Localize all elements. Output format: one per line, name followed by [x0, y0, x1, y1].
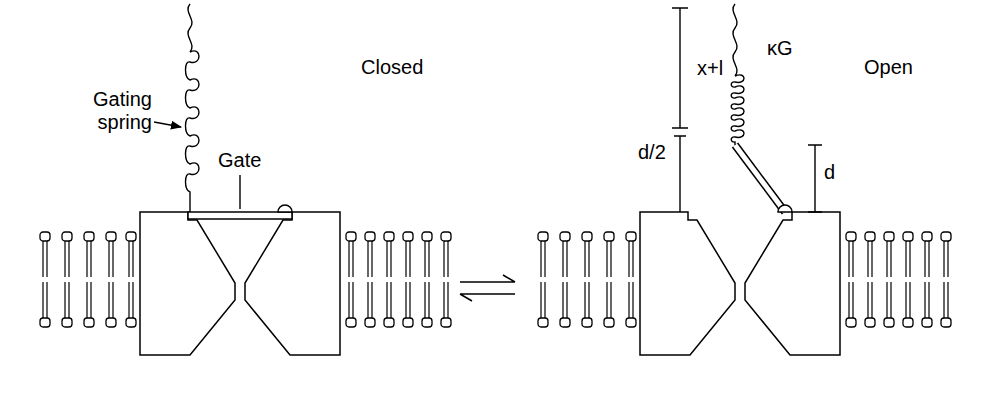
- dimension-line: [674, 136, 686, 212]
- figure-label: Gating spring: [68, 88, 154, 134]
- lipid: [903, 232, 913, 327]
- lipid: [846, 232, 856, 327]
- gate-hinge: [778, 205, 792, 212]
- pointer-arrow: [154, 122, 181, 127]
- gate-bar: [735, 145, 785, 212]
- lipid: [62, 232, 72, 327]
- figure-label: x+l: [695, 57, 725, 80]
- equilibrium-arrow: [460, 275, 515, 282]
- gating-spring: [731, 4, 744, 145]
- lipid: [884, 232, 894, 327]
- lipid-bilayer: [40, 232, 451, 327]
- lipid: [604, 232, 614, 327]
- figure-label: d: [822, 161, 837, 184]
- lipid: [40, 232, 50, 327]
- lipid: [422, 232, 432, 327]
- leader-line: [239, 175, 240, 209]
- figure-label: Gate: [216, 149, 263, 172]
- figure-label: Open: [862, 56, 915, 79]
- lipid: [126, 232, 136, 327]
- gate-bar: [735, 145, 785, 212]
- channel-half: [245, 212, 340, 355]
- gate-hinge: [278, 205, 292, 212]
- gating-spring: [186, 4, 200, 212]
- lipid: [626, 232, 636, 327]
- lipid: [865, 232, 875, 327]
- lipid: [441, 232, 451, 327]
- figure-label: Closed: [359, 56, 425, 79]
- channel-half: [140, 212, 235, 355]
- dimension-line: [672, 8, 688, 128]
- lipid: [346, 232, 356, 327]
- lipid: [365, 232, 375, 327]
- lipid: [84, 232, 94, 327]
- lipid: [922, 232, 932, 327]
- lipid: [538, 232, 548, 327]
- lipid: [106, 232, 116, 327]
- lipid: [560, 232, 570, 327]
- figure-label: d/2: [636, 141, 668, 164]
- channel-half: [745, 212, 840, 355]
- lipid: [384, 232, 394, 327]
- lipid: [941, 232, 951, 327]
- lipid: [403, 232, 413, 327]
- dimension-line: [808, 145, 822, 212]
- channel-half: [640, 212, 735, 355]
- equilibrium-arrow: [460, 294, 515, 301]
- gate-bar: [188, 212, 292, 219]
- figure-label: κG: [765, 37, 795, 60]
- lipid-bilayer: [538, 232, 951, 327]
- lipid: [582, 232, 592, 327]
